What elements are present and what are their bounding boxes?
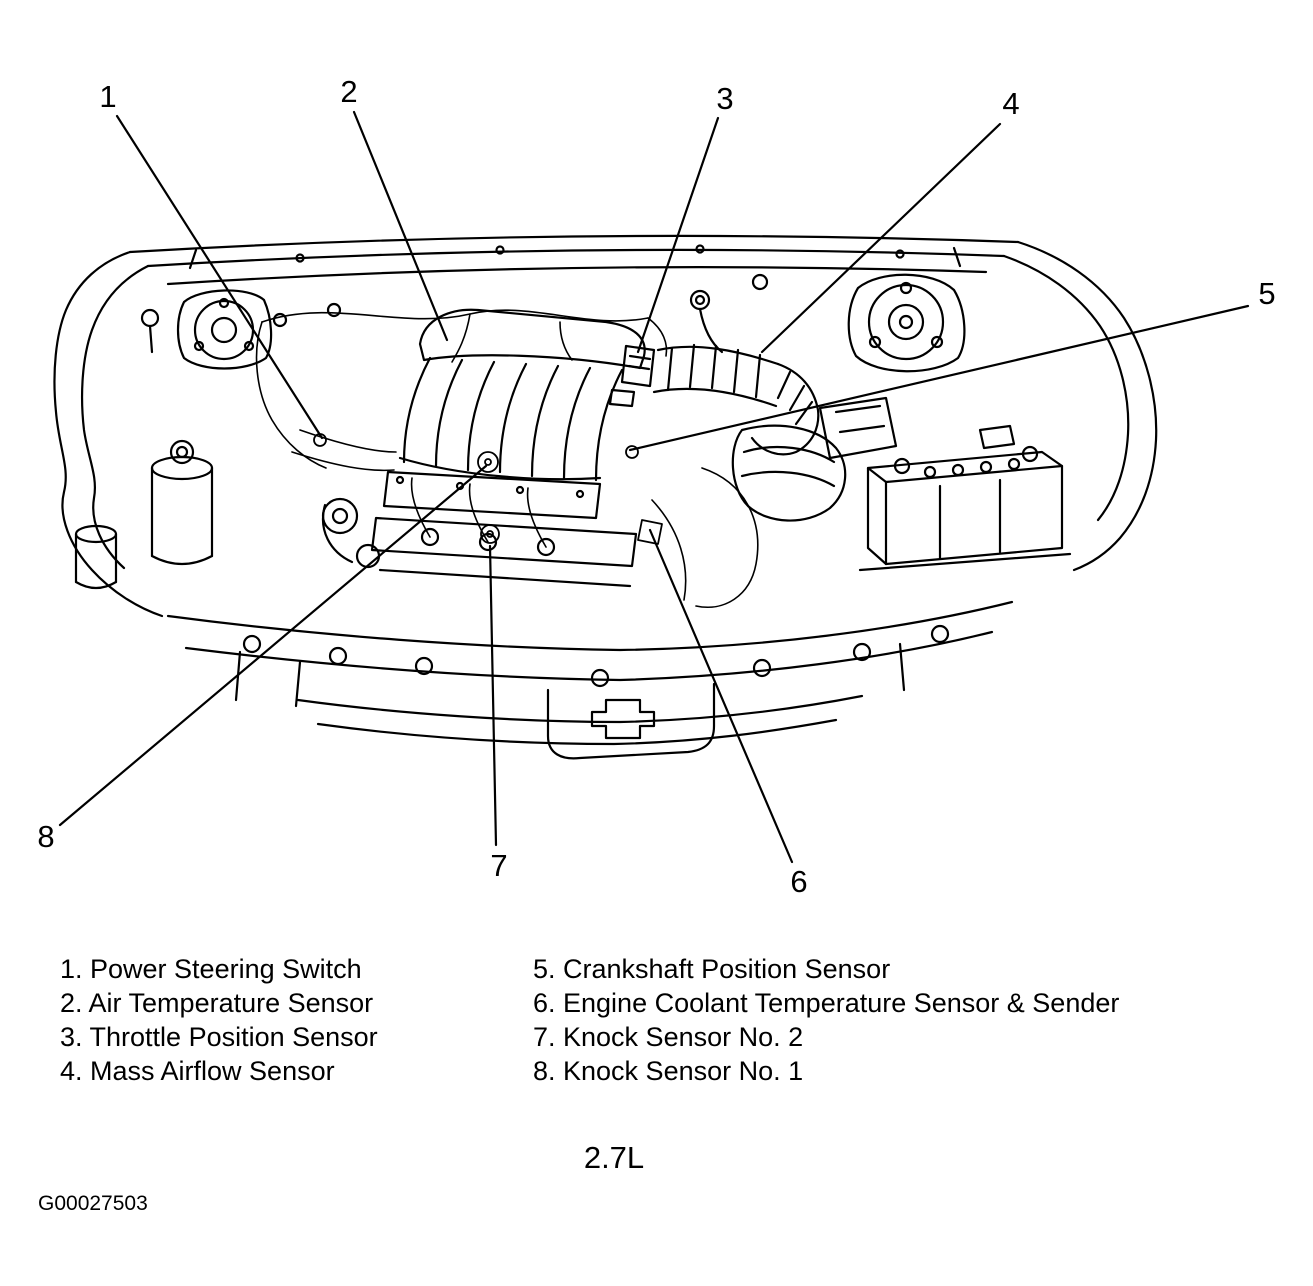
callout-number-6: 6 — [790, 864, 807, 899]
legend: 1. Power Steering Switch 2. Air Temperat… — [0, 952, 1313, 1092]
radiator-support — [166, 600, 1014, 760]
callout-leader-lines — [58, 110, 1250, 864]
callout-line-7 — [488, 544, 498, 847]
callout-line-5 — [628, 304, 1250, 452]
callout-numbers: 1 2 3 4 5 6 7 8 — [37, 74, 1275, 899]
callout-number-8: 8 — [37, 819, 54, 854]
legend-item-6: 6. Engine Coolant Temperature Sensor & S… — [533, 988, 1120, 1018]
legend-item-7: 7. Knock Sensor No. 2 — [533, 1022, 804, 1052]
engine-bay-diagram: 1 2 3 4 5 6 7 8 — [37, 74, 1275, 899]
power-steering-reservoir — [74, 439, 214, 590]
legend-item-4: 4. Mass Airflow Sensor — [60, 1056, 335, 1086]
left-fender — [53, 250, 342, 618]
callout-number-7: 7 — [490, 848, 507, 883]
engine-valve-cover — [321, 470, 638, 588]
callout-line-3 — [636, 116, 720, 354]
hood-cowl — [128, 234, 1020, 286]
throttle-body — [608, 273, 769, 408]
sensor-markers — [313, 433, 663, 545]
legend-item-2: 2. Air Temperature Sensor — [60, 988, 374, 1018]
callout-line-6 — [648, 528, 794, 864]
intake-manifold — [398, 308, 646, 482]
battery — [858, 445, 1072, 572]
strut-tower-right — [847, 273, 966, 373]
legend-item-3: 3. Throttle Position Sensor — [60, 1022, 378, 1052]
hoses-wiring — [255, 309, 759, 608]
engine-illustration — [53, 234, 1158, 760]
callout-number-4: 4 — [1002, 86, 1019, 121]
figure-id: G00027503 — [38, 1192, 148, 1215]
legend-left-column: 1. Power Steering Switch 2. Air Temperat… — [60, 952, 378, 1088]
callout-line-2 — [352, 110, 449, 342]
legend-right-column: 5. Crankshaft Position Sensor 6. Engine … — [533, 952, 1119, 1088]
legend-item-5: 5. Crankshaft Position Sensor — [533, 954, 891, 984]
engine-displacement-label: 2.7L — [583, 1140, 645, 1175]
callout-line-8 — [58, 464, 488, 827]
right-fender — [1002, 240, 1158, 572]
air-intake-duct — [652, 343, 898, 460]
legend-item-1: 1. Power Steering Switch — [60, 954, 362, 984]
callout-number-2: 2 — [340, 74, 357, 109]
coolant-expansion-duct — [731, 424, 1016, 522]
callout-number-3: 3 — [716, 81, 733, 116]
callout-line-1 — [115, 114, 324, 440]
callout-number-1: 1 — [99, 79, 116, 114]
legend-item-8: 8. Knock Sensor No. 1 — [533, 1056, 804, 1086]
callout-line-4 — [760, 122, 1002, 354]
callout-number-5: 5 — [1258, 276, 1275, 311]
